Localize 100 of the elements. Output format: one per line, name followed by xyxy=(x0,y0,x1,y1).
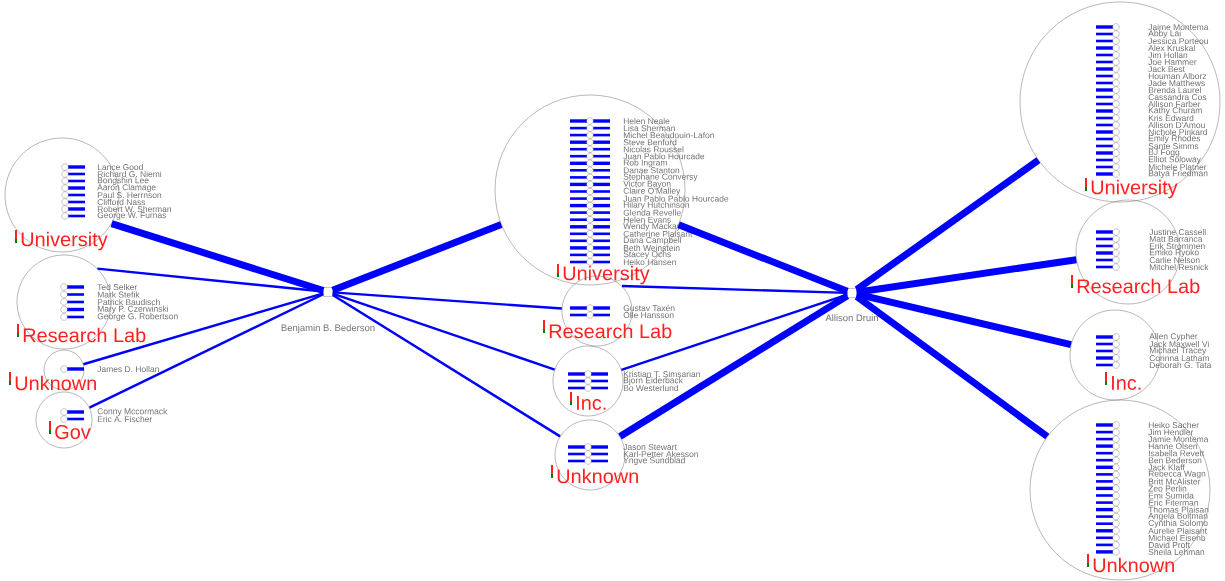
person-name: Steve Benford xyxy=(623,139,677,146)
person-name: Britt McAlister xyxy=(1148,478,1201,485)
person-name: Rob Ingram xyxy=(623,159,667,168)
person-name: Angela Boltman xyxy=(1148,512,1208,521)
connector-line xyxy=(856,256,1077,296)
person-name: Clifford Nass xyxy=(97,198,146,206)
person-name: Zeo Perlin xyxy=(1148,485,1187,492)
person-name: Cassandra Cos xyxy=(1148,93,1207,101)
connector-line xyxy=(332,292,556,371)
person-name: Erik Strommen xyxy=(1149,242,1205,250)
person-name: Lisa Sherman xyxy=(623,125,675,132)
person-name: BJ Fogg xyxy=(1148,149,1180,157)
person-name: Yngve Sundblad xyxy=(623,457,685,465)
person-name: Jessica Porteou xyxy=(1148,37,1208,45)
connector-line xyxy=(621,293,848,371)
person-name: Jack Klaff xyxy=(1148,464,1185,471)
category-label: Research Lab xyxy=(23,327,146,343)
person-name: Nichole Pinkard xyxy=(1148,128,1207,136)
person-name: Juan Pablo Pablo Hourcade xyxy=(623,195,729,202)
category-label: University xyxy=(563,265,650,285)
person-name: Aaron Clamage xyxy=(97,184,156,192)
person-name: Jade Matthews xyxy=(1148,79,1205,87)
person-name: Emi Sumida xyxy=(1148,492,1194,499)
person-name: Isabella Revett xyxy=(1149,450,1205,457)
person-name: Justine Cassell xyxy=(1149,228,1206,236)
person-name: Allen Cypher xyxy=(1149,333,1198,341)
person-name: George G. Robertson xyxy=(97,313,178,321)
person-name: Jamie Montema xyxy=(1148,436,1209,443)
person-name: Patrick Baudisch xyxy=(97,298,160,306)
person-name: Jaime Montema xyxy=(1148,23,1209,31)
connector-line xyxy=(110,220,325,294)
person-name: Ben Bederson xyxy=(1148,457,1202,464)
category-label: Inc. xyxy=(1112,376,1141,390)
connector-line xyxy=(332,291,562,310)
person-name: Heiko Sacher xyxy=(1148,421,1199,429)
person-name: Ted Selker xyxy=(97,283,138,291)
person-name: Allison Druin xyxy=(825,314,878,322)
category-label: Unknown xyxy=(557,468,638,484)
connector-line xyxy=(677,221,849,295)
category-label: University xyxy=(1091,179,1178,199)
connector-line xyxy=(83,292,324,366)
category-label: University xyxy=(21,231,108,251)
person-name: Sheila Lehman xyxy=(1148,548,1205,555)
person-name: Bo Westerlund xyxy=(623,384,679,392)
person-name: Mark Stefik xyxy=(97,291,140,298)
person-name: Paul S. Herrnson xyxy=(97,191,162,199)
person-name: Danae Stanton xyxy=(623,167,680,174)
person-name: Olle Hansson xyxy=(623,311,674,319)
connector-line xyxy=(618,292,850,440)
connector-line xyxy=(855,290,1072,348)
person-name: George W. Furnas xyxy=(97,212,167,220)
person-name: Brenda Laurel xyxy=(1148,86,1201,94)
person-name: Allison Farber xyxy=(1148,100,1201,108)
person-name: Jim Hendler xyxy=(1148,429,1194,436)
person-name: Nicolas Roussel xyxy=(623,146,684,153)
person-name: Emily Rhodes xyxy=(1148,135,1201,143)
person-name: Jack Maxwell Vi xyxy=(1149,340,1209,348)
person-name: Abby Lai xyxy=(1148,30,1181,38)
connector-line xyxy=(97,267,324,293)
person-name: Glenda Revelle xyxy=(623,209,681,216)
person-name: Claire O'Malley xyxy=(623,187,681,196)
person-name: Carlie Nelson xyxy=(1149,256,1200,264)
person-name: Mary P. Czerwinski xyxy=(97,305,168,314)
person-name: Cynthia Solomo xyxy=(1148,519,1208,528)
person-name: Karl-Petter Akesson xyxy=(623,450,698,458)
person-name: Hilary Hutchinson xyxy=(623,201,689,210)
person-name: Kathy Churam xyxy=(1148,107,1202,115)
person-name: Jason Stewart xyxy=(623,444,677,450)
connector-line xyxy=(331,221,503,294)
person-name: Bongshin Lee xyxy=(97,177,149,185)
person-name: Joe Hammer xyxy=(1148,59,1197,65)
category-label: Gov xyxy=(55,424,91,440)
person-name: Batya Friedman xyxy=(1148,170,1208,178)
person-name: Houman Alborz xyxy=(1148,72,1207,80)
person-name: Michel Beaudouin-Lafon xyxy=(623,132,714,139)
person-name: Rebecca Wagn xyxy=(1148,470,1206,479)
person-name: Eric Fiterman xyxy=(1148,499,1198,506)
person-name: Kris Edward xyxy=(1148,114,1194,122)
category-label: Research Lab xyxy=(549,323,672,339)
category-label: Research Lab xyxy=(1077,278,1200,294)
person-name: Corinna Latham xyxy=(1149,354,1209,362)
person-name: Elliot Soloway xyxy=(1148,156,1201,164)
person-name: Lance Good xyxy=(97,163,143,171)
person-name: Michele Platner xyxy=(1148,163,1207,171)
person-name: Heiko Hansen xyxy=(623,258,676,266)
person-name: Eric A. Fischer xyxy=(97,415,153,423)
person-name: Michael Eisenb xyxy=(1148,534,1206,541)
person-name: Helen Evans xyxy=(623,216,671,223)
person-name: Allison D'Amou xyxy=(1148,121,1205,129)
person-name: Jim Hollan xyxy=(1148,51,1188,59)
person-name: Michael Tracey xyxy=(1149,347,1207,355)
person-name: Benjamin B. Bederson xyxy=(281,324,375,333)
connector-line xyxy=(332,293,561,438)
person-name: Jack Best xyxy=(1148,65,1185,73)
person-name: Stacey Ochs xyxy=(623,250,671,259)
category-label: Unknown xyxy=(15,375,96,391)
person-name: Hanne Olsen xyxy=(1148,443,1198,450)
person-name: Dana Campbell xyxy=(623,236,681,245)
person-name: Victor Bayon xyxy=(623,180,671,189)
person-name: Conny Mccormack xyxy=(97,408,168,416)
